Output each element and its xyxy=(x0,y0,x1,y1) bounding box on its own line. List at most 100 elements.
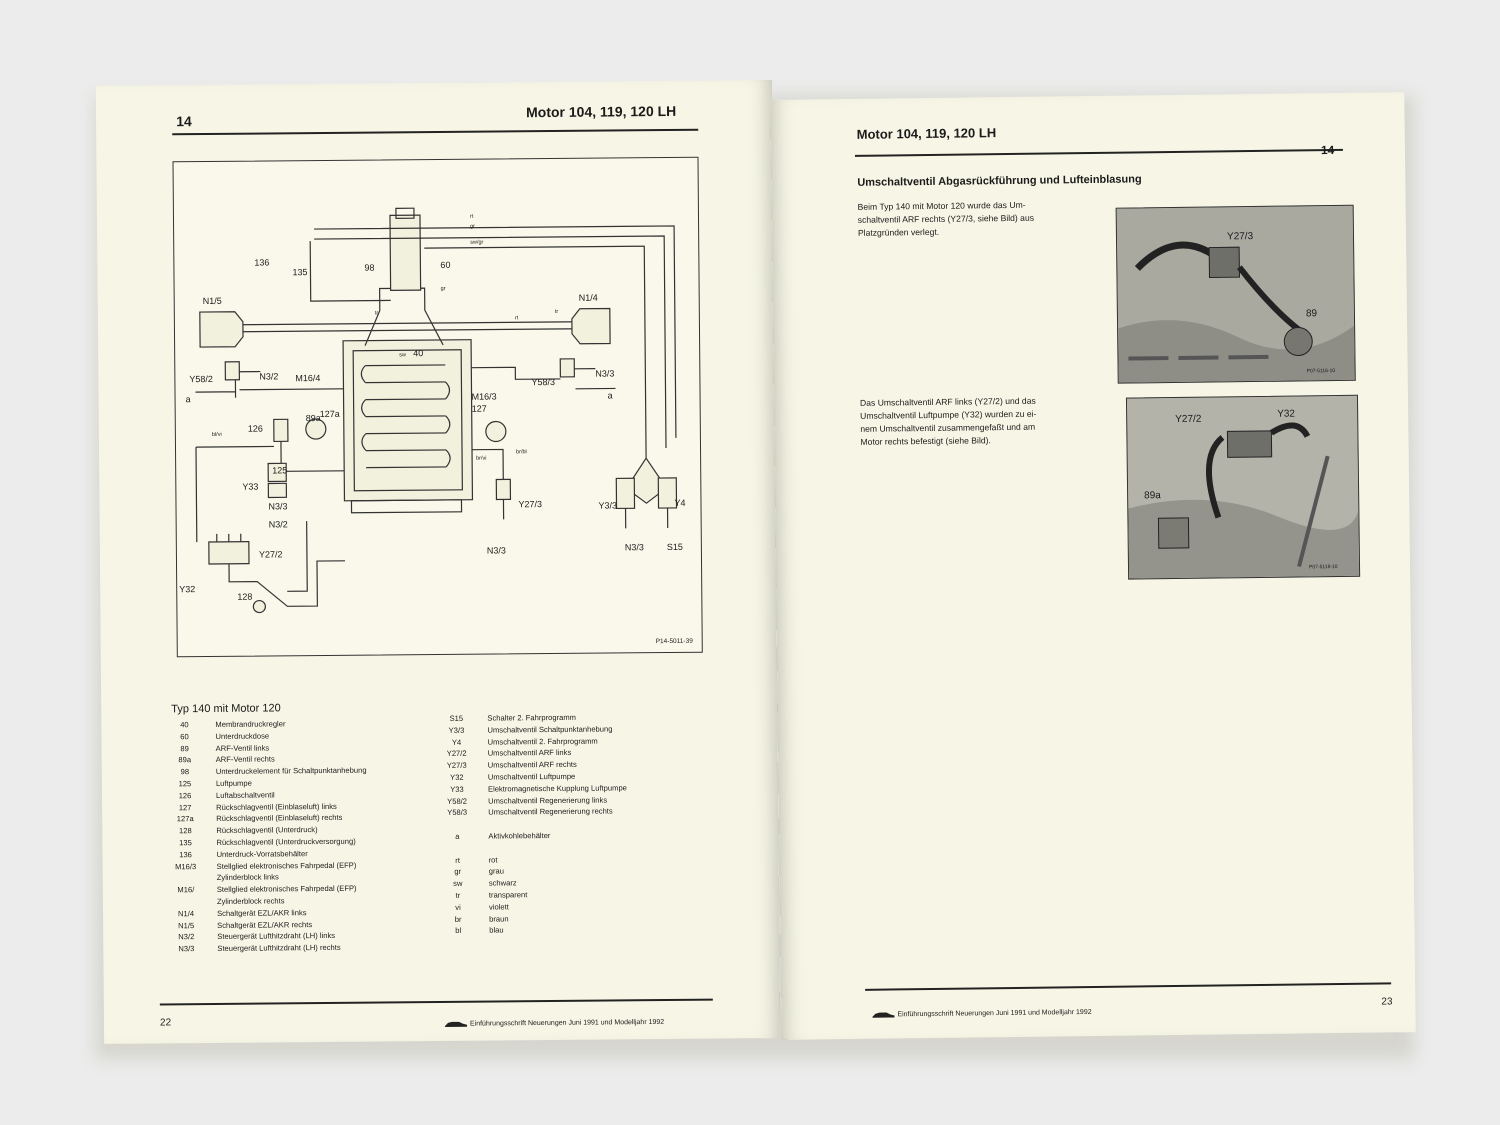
legend-code: Y3/3 xyxy=(448,725,465,735)
legend-text: Umschaltventil ARF rechts xyxy=(487,759,577,770)
schematic-label: N3/3 xyxy=(595,368,615,379)
hose-color-code: br/vi xyxy=(476,455,487,462)
legend-code: vi xyxy=(455,902,461,912)
figure-code: P14-5011-39 xyxy=(655,637,693,646)
page-number-right: 23 xyxy=(1381,996,1393,1008)
hose-color-code: sw xyxy=(399,352,406,359)
legend-code: Y27/3 xyxy=(446,760,467,771)
legend-code: Y58/2 xyxy=(447,796,468,806)
legend-code: M16/3 xyxy=(175,861,197,871)
legend-code: br xyxy=(454,914,462,924)
schematic-label: S15 xyxy=(666,541,683,553)
legend-text: ARF-Ventil links xyxy=(215,743,270,753)
paragraph-1: Beim Typ 140 mit Motor 120 wurde das Um-… xyxy=(858,199,1035,240)
legend-row: 127a Rückschlagventil (Einblaseluft) rech… xyxy=(158,812,367,826)
legend-title: Typ 140 mit Motor 120 xyxy=(171,702,281,716)
legend-text: Stellglied elektronisches Fahrpedal (EFP… xyxy=(216,860,357,871)
photo1-label: Y27/3 xyxy=(1226,231,1254,243)
legend-text: blau xyxy=(489,925,504,935)
legend-row: M16/3 Stellglied elektronisches Fahrpedal… xyxy=(159,859,368,873)
legend-text: grau xyxy=(488,866,504,876)
legend-code: N3/3 xyxy=(178,944,195,954)
paragraph-2: Das Umschaltventil ARF links (Y27/2) und… xyxy=(860,395,1037,449)
paragraph-1-line: schaltventil ARF rechts (Y27/3, siehe Bi… xyxy=(857,212,1035,225)
schematic-label: 135 xyxy=(292,267,308,278)
legend-code: sw xyxy=(453,878,463,889)
legend-code: Y33 xyxy=(450,784,464,794)
schematic-label: N3/3 xyxy=(486,545,506,556)
hose-color-code: rt xyxy=(514,315,519,322)
legend-text: Steuergerät Lufthitzdraht (LH) links xyxy=(217,931,336,942)
legend-code: 127a xyxy=(176,814,194,824)
legend-text: violett xyxy=(488,902,509,912)
car-icon xyxy=(445,1021,468,1027)
legend-text: Aktivkohlebehälter xyxy=(488,830,551,841)
schematic-label: 60 xyxy=(440,259,451,270)
section-title: Umschaltventil Abgasrückführung und Luft… xyxy=(857,173,1142,189)
schematic-label: Y4 xyxy=(674,497,686,508)
legend-code: bl xyxy=(455,926,462,936)
schematic-label: M16/3 xyxy=(471,391,497,402)
legend-text: Umschaltventil Luftpumpe xyxy=(487,771,576,782)
legend-text xyxy=(484,819,488,831)
schematic-label: N3/2 xyxy=(259,371,279,382)
photo2-label: Y27/2 xyxy=(1175,413,1202,425)
legend-text: Membrandruckregler xyxy=(215,719,286,729)
chapter-number-right: 14 xyxy=(1320,143,1335,158)
legend-text: rot xyxy=(488,855,498,865)
schematic-label: N3/2 xyxy=(268,519,288,530)
legend-code: 136 xyxy=(179,849,192,860)
legend-row: Y58/3 Umschaltventil Regenerierung rechts xyxy=(430,806,627,820)
legend-code xyxy=(430,842,484,854)
legend-code: 127 xyxy=(178,802,192,812)
legend-code: Y27/2 xyxy=(446,749,467,759)
legend-text: Zylinderblock rechts xyxy=(216,896,285,906)
engine-photo-2-drawing xyxy=(1126,395,1360,579)
right-page: Motor 104, 119, 120 LH 14 Umschaltventil… xyxy=(770,92,1416,1040)
legend-text: Umschaltventil Regenerierung rechts xyxy=(488,806,613,817)
photo1-code: P07-5116-10 xyxy=(1306,368,1336,375)
schematic-label: 127 xyxy=(471,403,487,414)
footer-text-right: Einführungsschrift Neuerungen Juni 1991 … xyxy=(897,1008,1092,1019)
footer-rule-right xyxy=(865,982,1392,991)
header-rule-left xyxy=(172,128,699,136)
paragraph-2-line: Motor rechts befestigt (siehe Bild). xyxy=(860,435,991,447)
hose-color-code: bl/vi xyxy=(211,431,222,438)
photo2-label: 89a xyxy=(1144,490,1161,502)
schematic-label: N1/5 xyxy=(202,295,222,307)
schematic-label: 126 xyxy=(247,423,263,434)
legend-text: Schaltgerät EZL/AKR rechts xyxy=(217,919,313,930)
legend-code: Y58/3 xyxy=(447,808,468,818)
footer-text-left: Einführungsschrift Neuerungen Juni 1991 … xyxy=(469,1018,665,1028)
legend-text: Rückschlagventil (Einblaseluft) rechts xyxy=(216,813,343,824)
legend-text: Zylinderblock links xyxy=(216,872,279,883)
paragraph-1-line: Platzgründen verlegt. xyxy=(857,226,940,238)
photo1-label: 89 xyxy=(1305,308,1318,320)
legend-text: Umschaltventil 2. Fahrprogramm xyxy=(487,736,598,747)
legend-text: Luftabschaltventil xyxy=(215,790,275,800)
legend-code: 40 xyxy=(180,720,189,730)
legend-row: bl blau xyxy=(431,924,628,938)
legend-code xyxy=(430,819,484,831)
schematic-label: N1/4 xyxy=(578,292,598,303)
legend-text: schwarz xyxy=(488,878,517,888)
schematic-label: 128 xyxy=(237,591,253,602)
legend-code: 128 xyxy=(178,826,192,836)
schematic-label: Y33 xyxy=(242,481,259,492)
legend-code: 89a xyxy=(178,755,192,765)
engine-photo-1: Y27/3 89 P07-5116-10 xyxy=(1115,204,1356,384)
legend-text: Rückschlagventil (Unterdruckversorgung) xyxy=(216,836,356,847)
paragraph-2-line: nem Umschaltventil zusammengefaßt und am xyxy=(860,421,1036,434)
hose-color-code: gr xyxy=(440,285,446,292)
legend-text: Schalter 2. Fahrprogramm xyxy=(487,712,577,723)
legend-code: rt xyxy=(455,855,460,865)
chapter-number-left: 14 xyxy=(176,113,192,130)
legend-code: 60 xyxy=(180,731,189,742)
